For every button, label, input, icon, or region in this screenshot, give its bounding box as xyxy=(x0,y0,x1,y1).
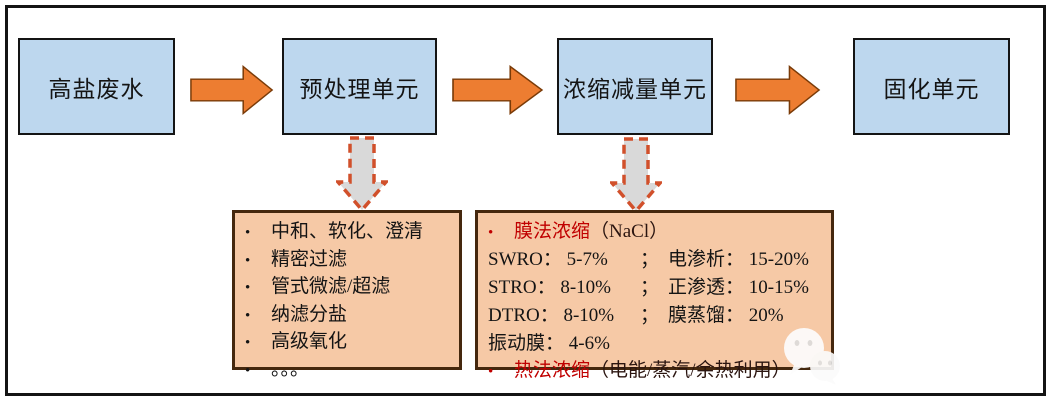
thermal-heading: • 热法浓缩（电能/蒸汽/余热利用） xyxy=(488,358,823,385)
bullet-icon: • xyxy=(488,364,494,380)
concentration-detail-box: • 膜法浓缩（NaCl） SWRO： 5-7%；电渗析： 15-20% STRO… xyxy=(475,210,834,381)
block-arrow-right-icon xyxy=(735,65,821,115)
stat-row: SWRO： 5-7%；电渗析： 15-20% xyxy=(488,249,809,270)
list-item: •精密过滤 xyxy=(245,247,451,275)
node-label: 高盐废水 xyxy=(48,76,145,102)
diagram-border-frame xyxy=(5,5,1046,396)
list-item: •中和、软化、澄清 xyxy=(245,219,451,247)
flow-node-pretreatment-unit: 预处理单元 xyxy=(282,38,437,135)
node-label: 浓缩减量单元 xyxy=(563,76,707,102)
stat-row: STRO： 8-10%；正渗透： 10-15% xyxy=(488,277,809,298)
list-item: •高级氧化 xyxy=(245,329,451,357)
bullet-icon: • xyxy=(245,335,251,351)
dashed-arrow-down-icon xyxy=(336,136,388,213)
list-item: •管式微滤/超滤 xyxy=(245,274,451,302)
stat-row: 振动膜： 4-6% xyxy=(488,333,610,354)
node-label: 预处理单元 xyxy=(299,76,420,102)
list-item: •。。。 xyxy=(245,357,451,385)
block-arrow-right-icon xyxy=(190,65,274,115)
bullet-icon: • xyxy=(245,225,251,241)
list-item: •纳滤分盐 xyxy=(245,302,451,330)
stat-row: DTRO： 8-10%；膜蒸馏： 20% xyxy=(488,305,784,326)
flow-node-concentration-reduction-unit: 浓缩减量单元 xyxy=(557,38,713,135)
dashed-arrow-down-icon xyxy=(610,137,662,214)
membrane-heading: • 膜法浓缩（NaCl） xyxy=(488,219,823,246)
bullet-icon: • xyxy=(245,252,251,269)
flow-node-solidification-unit: 固化单元 xyxy=(853,38,1010,135)
pretreatment-detail-box: •中和、软化、澄清 •精密过滤 •管式微滤/超滤 •纳滤分盐 •高级氧化 •。。… xyxy=(232,210,462,380)
bullet-icon: • xyxy=(245,280,251,296)
bullet-icon: • xyxy=(245,307,251,324)
flow-node-high-salt-wastewater: 高盐废水 xyxy=(18,38,175,135)
block-arrow-right-icon xyxy=(452,65,544,115)
wechat-watermark-icon xyxy=(784,328,840,385)
bullet-icon: • xyxy=(245,362,251,379)
bullet-icon: • xyxy=(488,225,494,241)
node-label: 固化单元 xyxy=(883,76,980,102)
